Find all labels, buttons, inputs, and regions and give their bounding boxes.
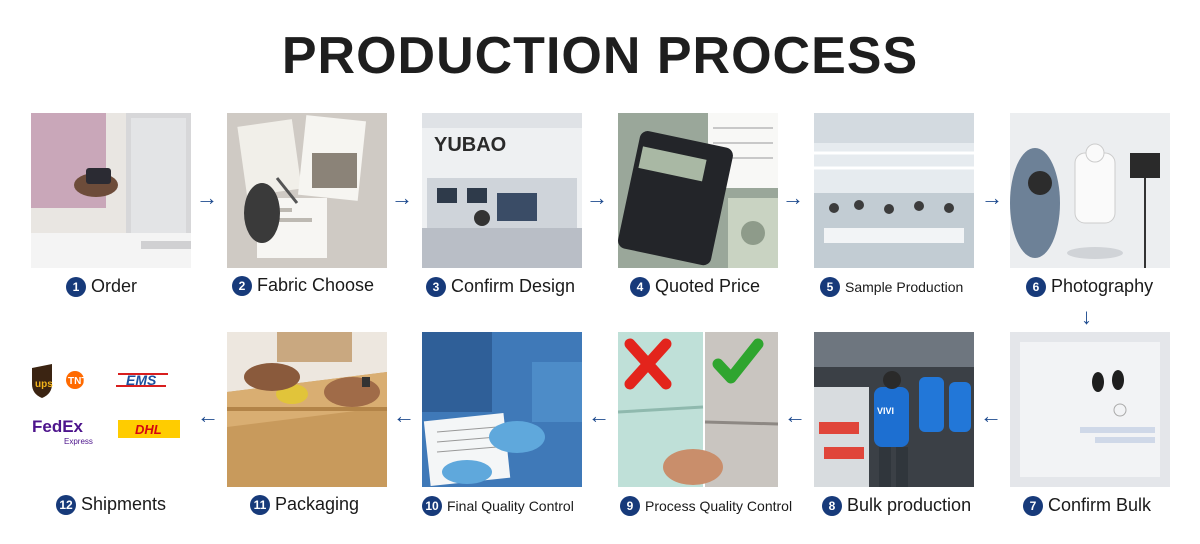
calculator-photo [618,113,778,268]
step-number-badge: 1 [66,276,86,297]
left-arrow-icon: ← [588,403,610,428]
confirm-bulk-screen-photo [1010,332,1170,487]
right-arrow-icon: → [782,185,804,210]
step-number-badge: 8 [822,495,842,516]
step-label-text: Shipments [81,494,167,514]
step-label-text: Packaging [275,494,360,514]
step-label-text: Bulk production [847,495,972,515]
sample-production-photo [814,113,974,268]
step-label: 12 Shipments [56,494,166,515]
step-label: 11 Packaging [250,494,359,515]
step-label-text: Confirm Design [451,276,576,296]
step-number-badge: 5 [820,277,840,297]
fabric-photo [227,113,387,268]
tnt-logo-text: TNT [68,376,87,387]
step-label: 2 Fabric Choose [232,275,374,296]
step-label-text: Photography [1051,276,1154,296]
page-title: PRODUCTION PROCESS [281,27,919,85]
down-arrow-icon: ↓ [1081,304,1092,329]
step-label: 4 Quoted Price [630,276,760,297]
step-label: 9 Process Quality Control [620,496,792,516]
step-number-badge: 6 [1026,276,1046,297]
left-arrow-icon: ← [197,403,219,428]
fedex-express-text: Express [64,437,93,446]
step-label-text: Order [91,276,138,296]
step-label-text: Process Quality Control [645,498,793,514]
dhl-logo-text: DHL [135,422,162,437]
office-brand-text: YUBAO [434,134,506,156]
step-label: 6 Photography [1026,276,1153,297]
process-qc-photo [618,332,778,487]
step-number-badge: 10 [422,496,442,516]
carrier-logos: ups TNT EMS FedEx Express DHL [28,362,198,462]
step-label: 5 Sample Production [820,277,963,297]
bulk-production-photo: VIVI [814,332,974,487]
step-label-text: Quoted Price [655,276,761,296]
tnt-icon [66,371,84,389]
step-label: 7 Confirm Bulk [1023,495,1151,516]
left-arrow-icon: ← [393,403,415,428]
step-label-text: Final Quality Control [447,498,574,514]
left-arrow-icon: ← [784,403,806,428]
step-number-badge: 3 [426,276,446,297]
carrier-logos-graphic: ups TNT EMS FedEx Express DHL [32,364,180,446]
step-label: 10 Final Quality Control [422,496,574,516]
ups-logo-text: ups [35,379,53,390]
ems-logo-text: EMS [126,372,157,388]
step-label-text: Sample Production [845,279,964,295]
packaging-photo [227,332,387,487]
final-qc-photo [422,332,582,487]
ups-icon [32,364,52,398]
step-label-text: Confirm Bulk [1048,495,1152,515]
right-arrow-icon: → [586,185,608,210]
step-label: 3 Confirm Design [426,276,575,297]
fedex-logo-text: FedEx [32,417,84,436]
right-arrow-icon: → [981,185,1003,210]
step-number-badge: 11 [250,494,270,515]
order-photo [31,113,191,268]
right-arrow-icon: → [196,185,218,210]
step-number-badge: 2 [232,275,252,296]
step-number-badge: 7 [1023,495,1043,516]
design-office-photo: YUBAO [422,113,582,268]
shirt-text: VIVI [877,406,894,416]
step-label: 8 Bulk production [822,495,971,516]
right-arrow-icon: → [391,185,413,210]
dhl-icon [118,420,180,438]
photography-photo [1010,113,1170,268]
step-label-text: Fabric Choose [257,275,375,295]
left-arrow-icon: ← [980,403,1002,428]
step-label: 1 Order [66,276,137,297]
step-number-badge: 12 [56,494,76,515]
step-number-badge: 9 [620,496,640,516]
step-number-badge: 4 [630,276,650,297]
